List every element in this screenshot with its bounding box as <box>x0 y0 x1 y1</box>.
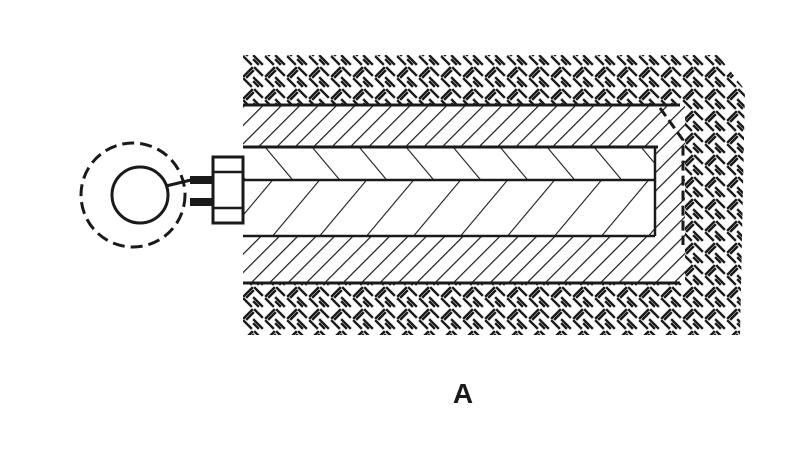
threaded-rod <box>243 145 658 238</box>
concrete-substrate <box>243 55 745 335</box>
hex-nut <box>211 155 245 225</box>
figure-label: A <box>452 378 474 409</box>
eye-bolt-icon <box>79 141 214 249</box>
bore-hole <box>658 107 685 245</box>
